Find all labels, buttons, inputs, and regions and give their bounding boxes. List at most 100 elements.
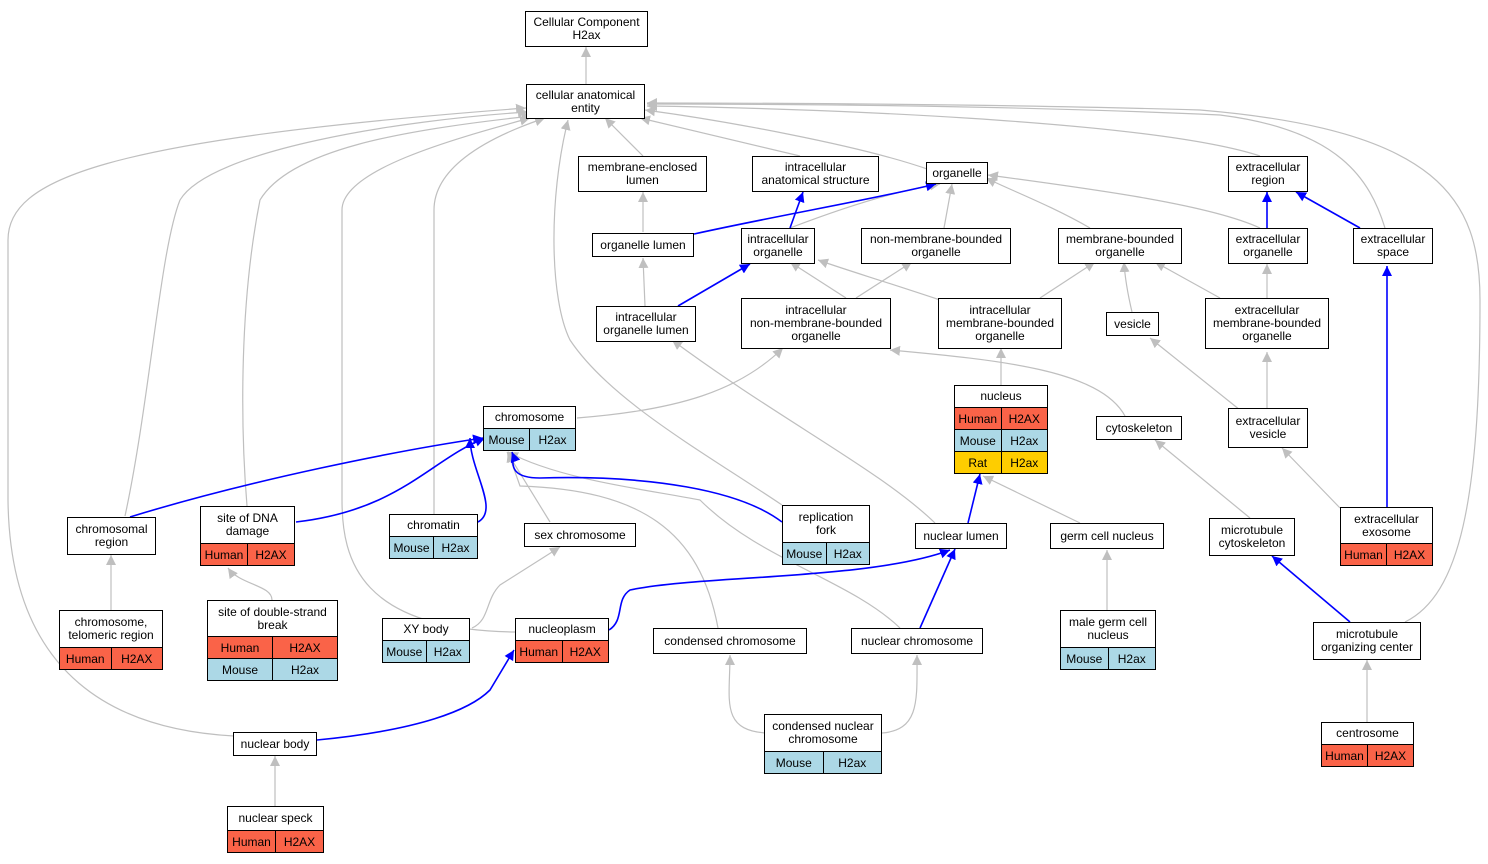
edge-mtcyto-cytoskeleton: [1154, 439, 1251, 519]
node-intracellular-membrane-bounded-organelle[interactable]: intracellular membrane-bounded organelle: [938, 298, 1062, 349]
edge-organelle-cae: [644, 106, 931, 171]
node-intracellular-organelle-lumen[interactable]: intracellular organelle lumen: [596, 306, 696, 342]
gene-cell: H2AX: [1000, 408, 1047, 429]
node-cytoskeleton[interactable]: cytoskeleton: [1096, 416, 1182, 440]
species-cell: Human: [516, 641, 562, 662]
edge-nucchrom-chromosome: [507, 451, 901, 629]
node-label: extracellular exosome: [1354, 511, 1419, 539]
species-cell: Mouse: [390, 537, 433, 558]
node-extracellular-space[interactable]: extracellular space: [1353, 228, 1433, 264]
edge-inmbo-nmbo: [855, 261, 913, 299]
species-cell: Mouse: [1061, 648, 1108, 669]
node-extracellular-region[interactable]: extracellular region: [1228, 156, 1308, 192]
edge-nmbo-organelle: [943, 183, 956, 229]
edge-chromreg-cae: [124, 107, 529, 517]
node-chromosomal-region[interactable]: chromosomal region: [67, 517, 156, 555]
node-label: condensed chromosome: [664, 633, 796, 648]
edge-nucbody-nucleoplasm: [316, 649, 515, 741]
node-germ-cell-nucleus[interactable]: germ cell nucleus: [1050, 523, 1164, 549]
node-intracellular-organelle[interactable]: intracellular organelle: [741, 228, 815, 264]
edge-chromosome-inmbo: [576, 347, 784, 419]
node-label: extracellular space: [1360, 232, 1426, 259]
gene-cell: H2ax: [529, 429, 575, 450]
node-label: intracellular organelle: [747, 232, 809, 259]
edge-imbo-iorg: [817, 258, 941, 301]
node-nuclear-chromosome[interactable]: nuclear chromosome: [851, 628, 983, 654]
species-cell: Human: [955, 408, 1001, 429]
gene-cell: H2AX: [275, 831, 323, 852]
node-label: chromosomal region: [75, 522, 148, 549]
node-sex-chromosome[interactable]: sex chromosome: [524, 523, 636, 547]
node-nuclear-lumen[interactable]: nuclear lumen: [915, 523, 1007, 549]
edge-condchrom-chromosome: [506, 451, 719, 629]
gene-cell: H2AX: [561, 641, 608, 662]
species-cell: Mouse: [484, 429, 529, 450]
gene-cell: H2AX: [110, 648, 162, 669]
node-microtubule-cytoskeleton[interactable]: microtubule cytoskeleton: [1209, 518, 1295, 556]
node-extracellular-membrane-bounded-organelle[interactable]: extracellular membrane-bounded organelle: [1205, 298, 1329, 349]
edge-iorg-ias: [789, 191, 805, 229]
node-non-membrane-bounded-organelle[interactable]: non-membrane-bounded organelle: [861, 228, 1011, 264]
node-organelle-lumen[interactable]: organelle lumen: [592, 233, 694, 257]
gene-cell: H2AX: [272, 637, 337, 658]
node-label: intracellular membrane-bounded organelle: [945, 303, 1055, 343]
edge-gcn-nucleus: [982, 475, 1081, 524]
node-cellular-component-root[interactable]: Cellular Component H2ax: [525, 11, 648, 47]
edge-sdsb-sdd: [227, 567, 273, 601]
node-extracellular-organelle[interactable]: extracellular organelle: [1228, 228, 1308, 264]
edge-iolumen-iorg: [677, 263, 751, 307]
node-cellular-anatomical-entity[interactable]: cellular anatomical entity: [526, 84, 645, 119]
node-label: nuclear speck: [238, 811, 313, 825]
node-extracellular-vesicle[interactable]: extracellular vesicle: [1228, 408, 1308, 448]
node-membrane-enclosed-lumen[interactable]: membrane-enclosed lumen: [578, 156, 707, 192]
node-label: extracellular organelle: [1235, 232, 1301, 259]
node-label: cytoskeleton: [1105, 420, 1173, 435]
node-membrane-bounded-organelle[interactable]: membrane-bounded organelle: [1058, 228, 1182, 264]
edge-mel-cae: [604, 117, 644, 157]
species-cell: Mouse: [383, 641, 426, 662]
species-cell: Mouse: [765, 752, 823, 773]
node-vesicle[interactable]: vesicle: [1106, 312, 1159, 336]
node-label: vesicle: [1114, 316, 1151, 331]
edge-olumen-organelle: [693, 181, 937, 235]
node-condensed-chromosome[interactable]: condensed chromosome: [653, 628, 807, 654]
node-nuclear-body[interactable]: nuclear body: [233, 732, 317, 756]
species-cell: Human: [201, 544, 247, 565]
gene-cell: H2ax: [1000, 452, 1047, 473]
edge-chromatin-cae: [433, 116, 546, 514]
edge-cnc-condchrom: [724, 654, 767, 734]
node-intracellular-non-membrane-bounded-organelle[interactable]: intracellular non-membrane-bounded organ…: [741, 298, 891, 349]
node-label: nuclear chromosome: [860, 633, 974, 648]
gene-cell: H2ax: [825, 543, 869, 564]
edge-nuclumen-iolumen: [671, 339, 936, 524]
node-label: intracellular organelle lumen: [603, 310, 689, 337]
edge-chromatin-chromosome: [465, 437, 487, 523]
node-microtubule-organizing-center[interactable]: microtubule organizing center: [1313, 622, 1421, 660]
node-intracellular-anatomical-structure[interactable]: intracellular anatomical structure: [752, 156, 879, 192]
edge-nucleoplasm-cae: [341, 115, 531, 633]
species-cell: Human: [60, 648, 111, 669]
node-organelle[interactable]: organelle: [926, 162, 988, 184]
species-cell: Mouse: [955, 430, 1001, 451]
